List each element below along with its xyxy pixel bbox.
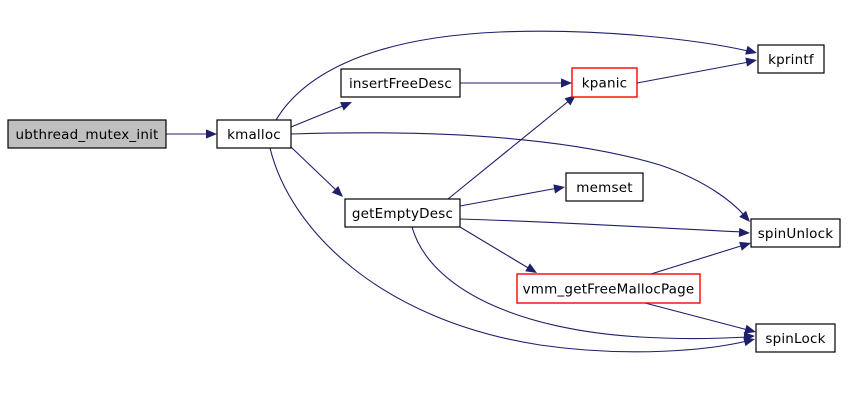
arrow-head-icon [743,331,755,342]
edge-kmalloc-kprintf [275,30,757,121]
graph-node-spinUnlock[interactable]: spinUnlock [750,218,841,248]
graph-node-insertFreeDesc[interactable]: insertFreeDesc [340,68,461,98]
edge-insertFreeDesc-kpanic [460,78,572,88]
edge-getEmptyDesc-memset [459,184,565,207]
node-label-spinLock: spinLock [765,331,825,347]
arrow-head-icon [745,45,757,55]
node-box-vmm_getFreeMallocPage[interactable] [516,273,701,304]
arrow-head-icon [739,241,751,251]
node-label-spinUnlock: spinUnlock [758,226,834,242]
edge-vmm_getFreeMallocPage-spinUnlock [650,241,751,275]
edge-kmalloc-spinUnlock [290,132,750,222]
node-label-memset: memset [576,180,632,196]
graph-node-vmm_getFreeMallocPage[interactable]: vmm_getFreeMallocPage [516,273,701,304]
node-label-vmm_getFreeMallocPage: vmm_getFreeMallocPage [523,282,695,298]
edge-getEmptyDesc-kpanic [447,95,576,200]
node-label-ubthread_mutex_init: ubthread_mutex_init [15,127,158,143]
node-box-kprintf[interactable] [757,44,825,74]
arrow-head-icon [739,210,750,222]
node-box-insertFreeDesc[interactable] [340,68,461,98]
graph-node-kmalloc[interactable]: kmalloc [216,119,292,149]
graph-node-kpanic[interactable]: kpanic [571,67,638,98]
node-box-kpanic[interactable] [571,67,638,98]
arrow-head-icon [738,227,750,238]
node-box-ubthread_mutex_init[interactable] [7,119,167,149]
edge-getEmptyDesc-spinLock [411,226,755,342]
edge-vmm_getFreeMallocPage-spinLock [644,302,756,334]
graph-node-kprintf[interactable]: kprintf [757,44,825,74]
node-label-kmalloc: kmalloc [227,127,281,143]
node-box-kmalloc[interactable] [216,119,292,149]
node-label-kpanic: kpanic [582,76,628,92]
edges-layer [166,30,757,353]
nodes-layer: ubthread_mutex_init kmalloc insertFreeDesc… [7,44,841,353]
graph-node-getEmptyDesc[interactable]: getEmptyDesc [344,198,461,228]
graph-node-memset[interactable]: memset [565,172,644,202]
arrow-head-icon [553,184,565,194]
node-box-spinUnlock[interactable] [750,218,841,248]
edge-kmalloc-spinLock [269,147,755,353]
arrow-head-icon [340,102,352,111]
arrow-head-icon [206,129,217,139]
node-box-getEmptyDesc[interactable] [344,198,461,228]
edge-getEmptyDesc-spinUnlock [459,218,750,238]
edge-getEmptyDesc-vmm_getFreeMallocPage [459,226,537,273]
arrow-head-icon [525,263,537,273]
edge-kmalloc-insertFreeDesc [290,102,352,128]
node-box-memset[interactable] [565,172,644,202]
edge-ubthread_mutex_init-kmalloc [166,129,217,139]
node-label-getEmptyDesc: getEmptyDesc [352,206,453,222]
node-label-insertFreeDesc: insertFreeDesc [349,76,452,92]
graph-node-ubthread_mutex_init[interactable]: ubthread_mutex_init [7,119,167,149]
arrow-head-icon [744,324,756,334]
node-label-kprintf: kprintf [768,52,815,68]
graph-node-spinLock[interactable]: spinLock [755,323,836,353]
edge-kpanic-kprintf [636,57,757,84]
node-box-spinLock[interactable] [755,323,836,353]
arrow-head-icon [745,57,757,67]
arrow-head-icon [331,186,343,197]
arrow-head-icon [561,78,572,88]
edge-kmalloc-getEmptyDesc [290,146,343,197]
